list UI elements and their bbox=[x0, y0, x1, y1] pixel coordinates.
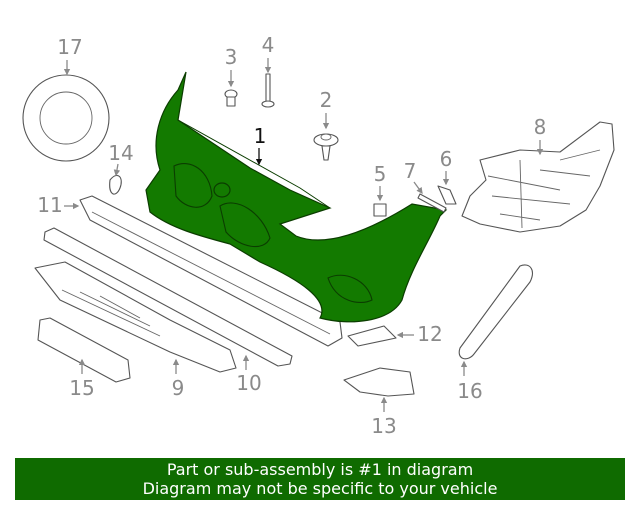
clip-7-part[interactable] bbox=[417, 193, 447, 213]
insert-part[interactable] bbox=[347, 325, 397, 347]
callout-6[interactable]: 6 bbox=[440, 147, 453, 171]
callout-17[interactable]: 17 bbox=[57, 35, 82, 59]
callout-16[interactable]: 16 bbox=[457, 379, 482, 403]
screw-part[interactable] bbox=[261, 73, 275, 108]
bumper-cover-part[interactable] bbox=[145, 71, 448, 323]
headlamp-bracket-part[interactable] bbox=[461, 121, 615, 233]
callout-10[interactable]: 10 bbox=[236, 371, 261, 395]
callout-12[interactable]: 12 bbox=[417, 322, 442, 346]
banner-line-1: Part or sub-assembly is #1 in diagram bbox=[166, 460, 474, 479]
license-bracket-part[interactable] bbox=[37, 317, 131, 383]
push-retainer-part[interactable] bbox=[313, 133, 339, 161]
lower-absorber-detail bbox=[61, 289, 161, 337]
parts-diagram: 17 14 11 10 9 15 1 3 4 bbox=[22, 33, 615, 438]
leader-7 bbox=[413, 181, 423, 195]
reinforcement-bar-part[interactable] bbox=[43, 227, 293, 367]
disclaimer-banner: Part or sub-assembly is #1 in diagram Di… bbox=[15, 458, 625, 500]
banner-line-2: Diagram may not be specific to your vehi… bbox=[142, 479, 498, 498]
callout-8[interactable]: 8 bbox=[534, 115, 547, 139]
callout-1[interactable]: 1 bbox=[254, 124, 267, 148]
callout-4[interactable]: 4 bbox=[262, 33, 275, 57]
fog-lamp-cover-part[interactable] bbox=[343, 367, 415, 397]
callout-7[interactable]: 7 bbox=[404, 159, 417, 183]
clip-part[interactable] bbox=[224, 89, 238, 107]
callout-3[interactable]: 3 bbox=[225, 45, 238, 69]
callout-9[interactable]: 9 bbox=[172, 376, 185, 400]
callout-5[interactable]: 5 bbox=[374, 162, 387, 186]
callout-15[interactable]: 15 bbox=[69, 376, 94, 400]
leader-14 bbox=[113, 163, 121, 177]
camera-cover-part[interactable] bbox=[22, 74, 110, 162]
lower-absorber-part[interactable] bbox=[34, 261, 237, 373]
callout-14[interactable]: 14 bbox=[108, 141, 133, 165]
nut-part[interactable] bbox=[373, 203, 387, 217]
bracket-part[interactable] bbox=[437, 185, 457, 205]
emblem-clip-part[interactable] bbox=[109, 174, 122, 195]
upper-reinforcement-part[interactable] bbox=[79, 195, 343, 347]
side-trim-part[interactable] bbox=[458, 264, 533, 360]
callout-13[interactable]: 13 bbox=[371, 414, 396, 438]
callout-2[interactable]: 2 bbox=[320, 88, 333, 112]
upper-reinforcement-detail bbox=[91, 211, 331, 335]
callout-11[interactable]: 11 bbox=[37, 193, 62, 217]
